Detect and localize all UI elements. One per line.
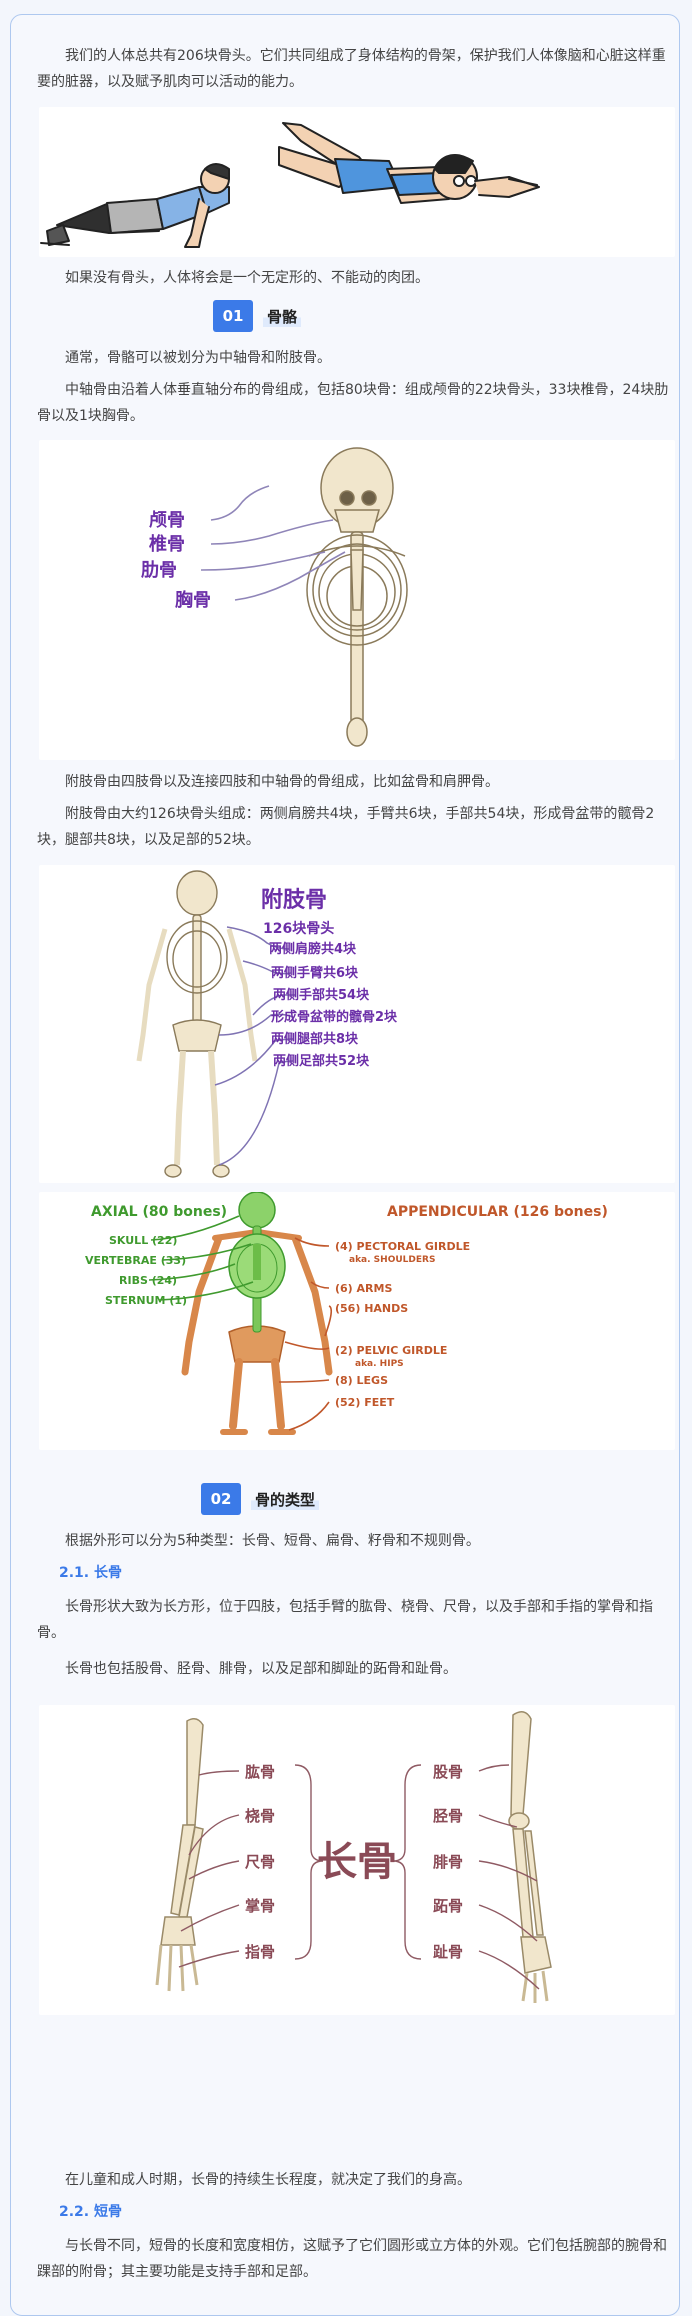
- en-app-label-legs: (8) LEGS: [335, 1374, 388, 1387]
- long-right-label-4: 跖骨: [433, 1897, 463, 1915]
- appendicular-label-feet: 两侧足部共52块: [273, 1053, 370, 1069]
- axial-skeleton-illustration: 颅骨 椎骨 肋骨 胸骨: [141, 447, 408, 747]
- axial-english-title: AXIAL (80 bones): [91, 1204, 227, 1220]
- long-right-label-1: 股骨: [433, 1763, 463, 1781]
- section1-paragraph-1: 通常，骨骼可以被划分为中轴骨和附肢骨。: [65, 350, 331, 366]
- axial-label-skull: 颅骨: [149, 509, 185, 531]
- section2-paragraph-1: 根据外形可以分为5种类型：长骨、短骨、扁骨、籽骨和不规则骨。: [65, 1533, 480, 1549]
- axial-appendicular-english-figure: AXIAL (80 bones) APPENDICULAR (126 bones…: [39, 1192, 675, 1450]
- section1-paragraph-4: 附肢骨由大约126块骨头组成：两侧肩膀共4块，手臂共6块，手部共54块，形成骨盆…: [37, 806, 655, 848]
- long-right-label-5: 趾骨: [433, 1943, 463, 1961]
- long-right-label-2: 胫骨: [433, 1807, 463, 1825]
- appendicular-skeleton-figure: 附肢骨 126块骨头 两侧肩膀共4块 两侧手臂共6块 两侧手部共54块 形成骨盆…: [39, 865, 675, 1183]
- appendicular-english-title: APPENDICULAR (126 bones): [387, 1204, 608, 1220]
- subsection-heading-short-bones: 2.2. 短骨: [59, 2204, 122, 2220]
- en-app-label-hands: (56) HANDS: [335, 1302, 408, 1315]
- appendicular-skeleton-illustration: 附肢骨 126块骨头 两侧肩膀共4块 两侧手臂共6块 两侧手部共54块 形成骨盆…: [136, 870, 398, 1178]
- en-axial-label-sternum: STERNUM (1): [105, 1294, 187, 1307]
- intro-paragraph-2: 如果没有骨头，人体将会是一个无定形的、不能动的肉团。: [65, 270, 429, 286]
- long-left-label-4: 掌骨: [245, 1897, 275, 1915]
- axial-label-sternum: 胸骨: [175, 589, 211, 611]
- section-number-badge: 01: [213, 300, 253, 338]
- long-left-label-2: 桡骨: [245, 1807, 275, 1825]
- axial-label-vertebrae: 椎骨: [149, 533, 185, 555]
- en-axial-label-vertebrae: VERTEBRAE (33): [85, 1254, 186, 1267]
- appendicular-label-legs: 两侧腿部共8块: [271, 1031, 359, 1047]
- long-left-label-3: 尺骨: [245, 1853, 275, 1871]
- appendicular-label-hands: 两侧手部共54块: [273, 987, 370, 1003]
- section-title: 骨骼: [263, 305, 302, 327]
- en-axial-label-ribs: RIBS (24): [119, 1274, 177, 1287]
- section1-paragraph-2: 中轴骨由沿着人体垂直轴分布的骨组成，包括80块骨：组成颅骨的22块骨头，33块椎…: [37, 382, 669, 424]
- section2-paragraph-4: 在儿童和成人时期，长骨的持续生长程度，就决定了我们的身高。: [65, 2172, 471, 2188]
- section2-paragraph-5: 与长骨不同，短骨的长度和宽度相仿，这赋予了它们圆形或立方体的外观。它们包括腕部的…: [37, 2238, 667, 2280]
- section1-paragraph-3: 附肢骨由四肢骨以及连接四肢和中轴骨的骨组成，比如盆骨和肩胛骨。: [65, 774, 499, 790]
- en-app-label-pectoral-aka: aka. SHOULDERS: [349, 1255, 435, 1265]
- section-heading-1: 01 骨骼: [213, 300, 302, 338]
- axial-skeleton-figure: 颅骨 椎骨 肋骨 胸骨: [39, 440, 675, 760]
- appendicular-label-pelvis: 形成骨盆带的髋骨2块: [271, 1009, 398, 1025]
- appendicular-title: 附肢骨: [261, 887, 327, 913]
- en-app-label-arms: (6) ARMS: [335, 1282, 392, 1295]
- exercise-illustration: [40, 122, 540, 248]
- en-app-label-feet: (52) FEET: [335, 1396, 395, 1409]
- axial-label-ribs: 肋骨: [141, 560, 177, 581]
- en-app-label-pectoral: (4) PECTORAL GIRDLE: [335, 1240, 470, 1253]
- axial-appendicular-illustration: AXIAL (80 bones) APPENDICULAR (126 bones…: [85, 1192, 608, 1435]
- en-app-label-pelvic-aka: aka. HIPS: [355, 1359, 404, 1369]
- long-bones-figure: 长骨 肱骨 桡骨 尺骨 掌骨 指骨 股骨 胫骨 腓骨 跖骨 趾骨: [39, 1705, 675, 2015]
- en-app-label-pelvic: (2) PELVIC GIRDLE: [335, 1344, 447, 1357]
- subsection-heading-long-bones: 2.1. 长骨: [59, 1565, 122, 1581]
- long-left-label-1: 肱骨: [245, 1763, 275, 1781]
- long-left-label-5: 指骨: [245, 1943, 275, 1961]
- exercise-figure: [39, 107, 675, 257]
- intro-paragraph-1: 我们的人体总共有206块骨头。它们共同组成了身体结构的骨架，保护我们人体像脑和心…: [37, 48, 666, 90]
- long-right-label-3: 腓骨: [433, 1853, 463, 1871]
- section-title: 骨的类型: [251, 1488, 320, 1510]
- appendicular-subtitle: 126块骨头: [263, 920, 334, 937]
- long-bones-illustration: 长骨 肱骨 桡骨 尺骨 掌骨 指骨 股骨 胫骨 腓骨 跖骨 趾骨: [155, 1711, 552, 2003]
- article-card: 我们的人体总共有206块骨头。它们共同组成了身体结构的骨架，保护我们人体像脑和心…: [10, 14, 680, 2316]
- section-number-badge: 02: [201, 1483, 241, 1521]
- section2-paragraph-3: 长骨也包括股骨、胫骨、腓骨，以及足部和脚趾的跖骨和趾骨。: [65, 1661, 457, 1677]
- appendicular-label-shoulders: 两侧肩膀共4块: [269, 941, 357, 957]
- en-axial-label-skull: SKULL (22): [109, 1234, 177, 1247]
- appendicular-label-arms: 两侧手臂共6块: [271, 965, 359, 981]
- long-bones-center-title: 长骨: [317, 1839, 397, 1885]
- section-heading-2: 02 骨的类型: [201, 1483, 320, 1521]
- section2-paragraph-2: 长骨形状大致为长方形，位于四肢，包括手臂的肱骨、桡骨、尺骨，以及手部和手指的掌骨…: [37, 1599, 653, 1641]
